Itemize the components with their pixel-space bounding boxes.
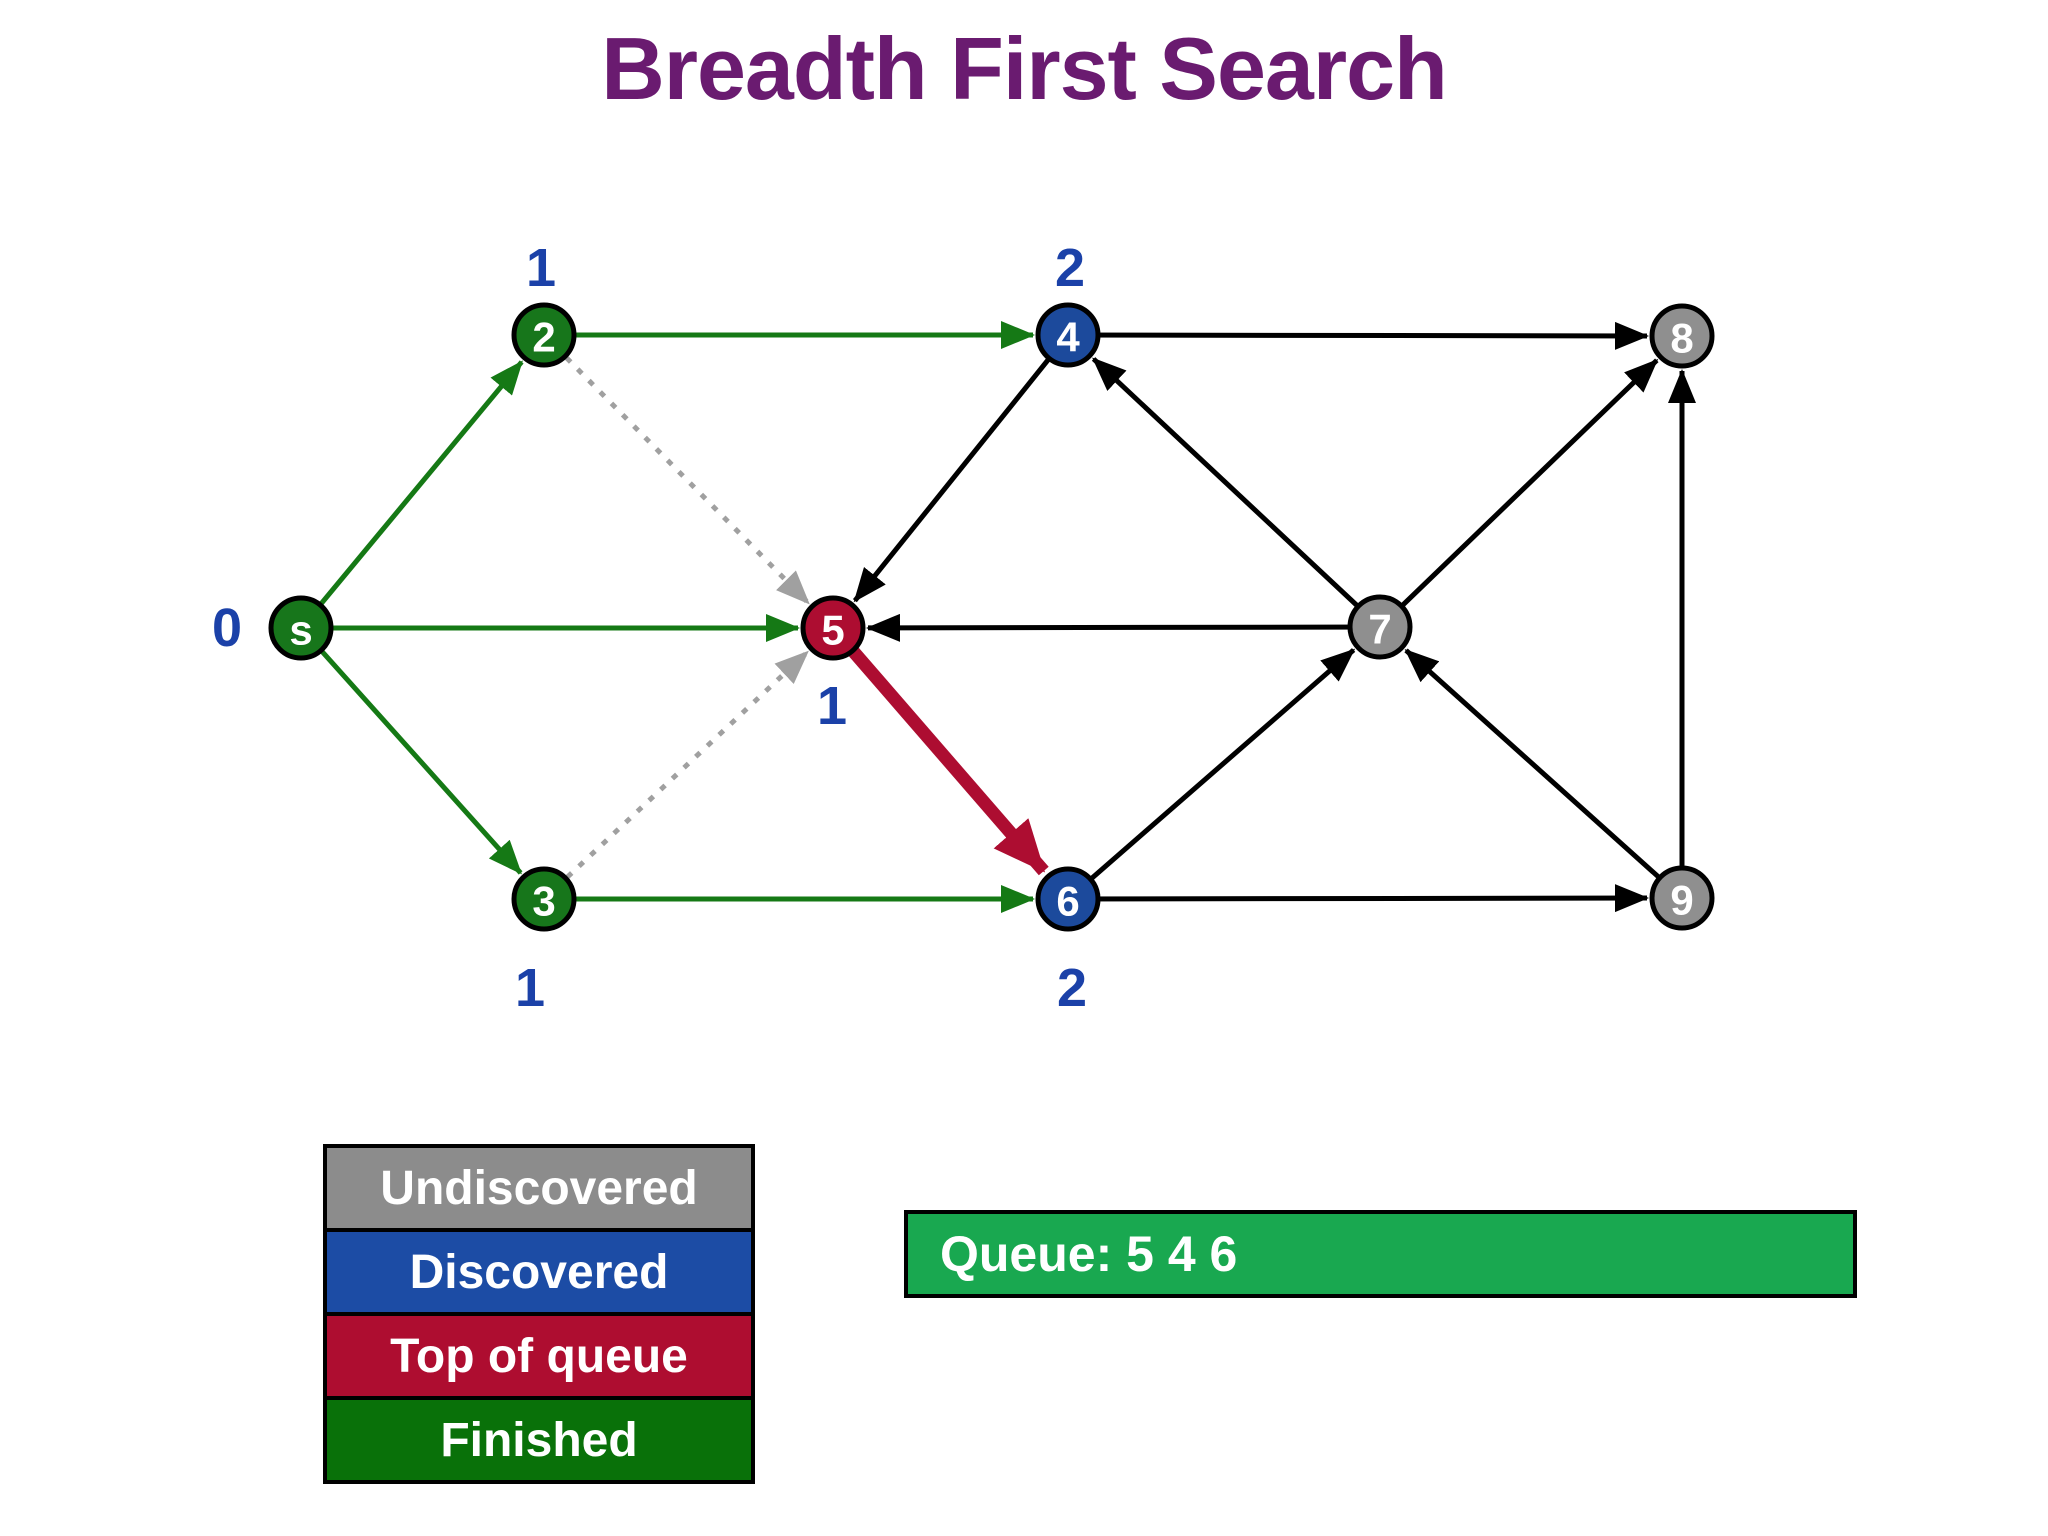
node-3: 3	[511, 866, 577, 932]
distance-label-2: 2	[1055, 238, 1085, 298]
legend-label-finished: Finished	[440, 1413, 638, 1467]
legend-row-undiscovered: Undiscovered	[327, 1148, 751, 1228]
edge-4-5	[852, 333, 1070, 603]
legend-row-top-of-queue: Top of queue	[327, 1316, 751, 1396]
edge-6-9	[1067, 884, 1649, 913]
node-label-9: 9	[1670, 877, 1693, 924]
node-7: 7	[1347, 594, 1413, 660]
node-circle-7	[1347, 594, 1413, 660]
edge-s-2	[299, 360, 524, 630]
edge-5-6	[828, 623, 1049, 876]
queue-status-box: Queue: 5 4 6	[904, 1210, 1857, 1298]
node-9: 9	[1649, 865, 1715, 931]
node-label-5: 5	[821, 607, 844, 654]
node-circle-s	[268, 595, 334, 661]
node-circle-5	[800, 595, 866, 661]
distance-label-4: 1	[515, 958, 545, 1018]
edge-2-5	[542, 333, 811, 605]
edge-7-4	[1091, 357, 1382, 629]
legend-box: Undiscovered Discovered Top of queue Fin…	[323, 1144, 755, 1484]
legend-row-discovered: Discovered	[327, 1232, 751, 1312]
node-5: 5	[800, 595, 866, 661]
node-2: 2	[511, 302, 577, 368]
node-circle-6	[1035, 866, 1101, 932]
legend-row-finished: Finished	[327, 1400, 751, 1480]
node-label-8: 8	[1670, 315, 1693, 362]
legend-label-undiscovered: Undiscovered	[380, 1161, 698, 1215]
queue-status-label: Queue: 5 4 6	[940, 1226, 1238, 1282]
node-circle-2	[511, 302, 577, 368]
edge-9-7	[1404, 648, 1684, 900]
edge-7-8	[1378, 358, 1659, 629]
node-circle-9	[1649, 865, 1715, 931]
node-label-2: 2	[532, 314, 555, 361]
edge-4-8	[1067, 321, 1649, 350]
distance-label-3: 1	[817, 676, 847, 736]
edge-s-3	[299, 626, 523, 875]
legend-label-discovered: Discovered	[409, 1245, 669, 1299]
node-circle-8	[1649, 303, 1715, 369]
distance-label-1: 1	[526, 238, 556, 298]
edge-7-5	[865, 613, 1381, 642]
node-label-7: 7	[1368, 606, 1391, 653]
distance-label-5: 2	[1057, 958, 1087, 1018]
node-s: s	[268, 595, 334, 661]
page-title: Breadth First Search	[601, 19, 1448, 118]
node-label-4: 4	[1056, 314, 1080, 361]
distance-label-0: 0	[212, 598, 242, 658]
node-circle-4	[1035, 302, 1101, 368]
edge-3-5	[542, 650, 810, 901]
legend-label-top-of-queue: Top of queue	[390, 1329, 688, 1383]
node-circle-3	[511, 866, 577, 932]
node-4: 4	[1035, 302, 1101, 368]
node-8: 8	[1649, 303, 1715, 369]
node-6: 6	[1035, 866, 1101, 932]
node-label-s: s	[289, 607, 312, 654]
edge-6-7	[1066, 648, 1356, 901]
node-label-6: 6	[1056, 878, 1079, 925]
node-label-3: 3	[532, 878, 555, 925]
